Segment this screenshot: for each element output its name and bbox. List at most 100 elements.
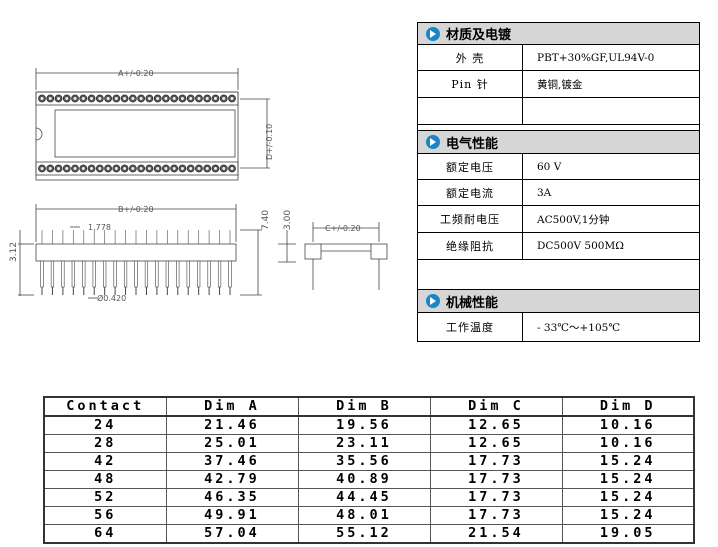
section-title: 电气性能 [446, 136, 499, 152]
pin-hole-center [98, 167, 102, 170]
pin-hole-center [139, 167, 143, 170]
spec-value: 3A [537, 186, 552, 199]
column-header: Dim B [297, 396, 431, 417]
spec-row: 工频耐电压 AC500V,1分钟 [418, 206, 699, 233]
column-header: Contact [43, 396, 167, 417]
pin-hole-center [65, 167, 69, 170]
table-cell: 19.05 [561, 524, 695, 544]
table-cell: 28 [43, 434, 167, 453]
spec-row: 额定电压 60 V [418, 154, 699, 180]
pin-hole-center [172, 167, 176, 170]
spec-row: 额定电流 3A [418, 180, 699, 206]
pin-hole-center [197, 97, 201, 100]
spec-value: - 33℃～+105℃ [537, 321, 621, 334]
table-cell: 10.16 [561, 415, 695, 435]
pin-leg [61, 260, 65, 288]
technical-drawing: A+/-0.20 D+/-0.10 B+/-0.20 1.778 Ø0.420 … [9, 68, 388, 303]
pin-leg [217, 260, 222, 288]
pin-hole-center [180, 97, 184, 100]
pin-hole-center [98, 97, 102, 100]
pin-leg [165, 260, 169, 288]
table-cell: 21.54 [429, 524, 563, 544]
table-cell: 19.56 [297, 415, 431, 435]
pin-hole-center [213, 97, 217, 100]
table-cell: 42.79 [165, 470, 299, 489]
pin-hole-center [48, 167, 52, 170]
height-total-label: 7.40 [261, 210, 271, 230]
spec-row: 工作温度 - 33℃～+105℃ [418, 313, 699, 341]
section-title: 材质及电镀 [446, 28, 512, 43]
spec-value [523, 98, 699, 124]
table-cell: 15.24 [561, 488, 695, 507]
pin-hole-center [230, 167, 234, 170]
table-cell: 21.46 [165, 415, 299, 435]
pin-leg [155, 260, 159, 288]
pin-hole-center [40, 167, 44, 170]
height-pin-label: 3.00 [283, 210, 293, 230]
dim-b-label: B+/-0.20 [118, 205, 154, 214]
pin-hole-center [114, 167, 118, 170]
column-header: Dim D [561, 396, 695, 417]
pin-hole-center [139, 97, 143, 100]
spec-value: AC500V,1分钟 [537, 213, 610, 226]
pin-leg [207, 260, 211, 288]
table-cell: 56 [43, 506, 167, 525]
pin-hole-center [106, 97, 110, 100]
spec-value: PBT+30%GF,UL94V-0 [537, 51, 655, 64]
dim-a-label: A+/-0.20 [118, 69, 154, 78]
spec-label: 绝缘阻抗 [418, 233, 523, 259]
spec-label: 额定电流 [418, 180, 523, 205]
table-cell: 17.73 [429, 488, 563, 507]
pin-hole-center [123, 97, 127, 100]
spec-label: 工频耐电压 [418, 206, 523, 232]
arrow-circle-icon [426, 294, 440, 308]
pin-hole-center [164, 167, 168, 170]
pin-leg [144, 260, 149, 288]
pin-hole-center [90, 97, 94, 100]
table-cell: 64 [43, 524, 167, 544]
table-cell: 12.65 [429, 415, 563, 435]
pin-leg [197, 260, 201, 288]
pin-hole-center [81, 97, 85, 100]
pin-hole-center [81, 167, 85, 170]
table-cell: 12.65 [429, 434, 563, 453]
top-view-window [54, 109, 236, 158]
pin-hole-center [156, 167, 160, 170]
top-view-pin-holes [38, 94, 236, 173]
spec-label: 外 壳 [418, 45, 523, 70]
pin-hole-center [131, 97, 135, 100]
pin-hole-center [172, 97, 176, 100]
pin-hole-center [213, 167, 217, 170]
spec-label [418, 260, 523, 287]
orientation-notch [35, 127, 43, 141]
table-cell: 49.91 [165, 506, 299, 525]
table-cell: 37.46 [165, 452, 299, 471]
pin-leg [82, 260, 86, 288]
pin-hole-center [147, 97, 151, 100]
height-left-label: 3.12 [9, 242, 19, 262]
pin-hole-center [65, 97, 69, 100]
column-header: Dim C [429, 396, 563, 417]
table-cell: 52 [43, 488, 167, 507]
table-cell: 24 [43, 415, 167, 435]
front-view-pins [40, 230, 232, 295]
pin-hole-center [114, 97, 118, 100]
spec-panel: 材质及电镀 外 壳 PBT+30%GF,UL94V-0 Pin 针 黄铜,镀金 … [417, 22, 700, 342]
pin-diameter-label: Ø0.420 [97, 293, 126, 303]
pin-hole-center [147, 167, 151, 170]
pin-leg [50, 260, 55, 288]
spec-label [418, 98, 523, 124]
table-cell: 15.24 [561, 452, 695, 471]
pin-hole-center [222, 97, 226, 100]
spec-value: DC500V 500MΩ [537, 240, 624, 252]
table-cell: 17.73 [429, 452, 563, 471]
pitch-label: 1.778 [88, 223, 111, 232]
pin-hole-center [48, 97, 52, 100]
pin-leg [176, 260, 180, 288]
pin-hole-center [90, 167, 94, 170]
table-cell: 46.35 [165, 488, 299, 507]
pin-leg [92, 260, 96, 288]
